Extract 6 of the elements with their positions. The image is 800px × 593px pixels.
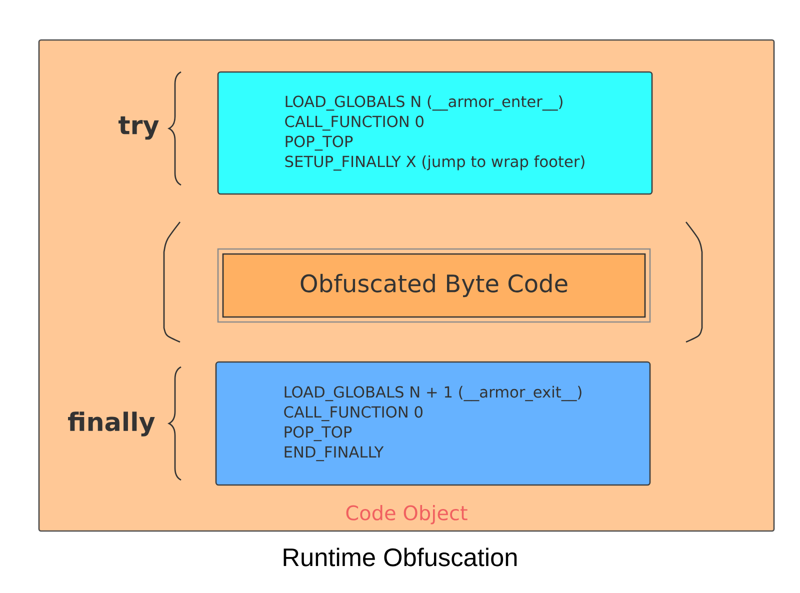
section-label: finally (68, 412, 155, 436)
bytecode-box: Obfuscated Byte Code (217, 248, 651, 323)
caption: Runtime Obfuscation (284, 548, 517, 566)
code-block-box: LOAD_GLOBALS N + 1 (__armor_exit__) CALL_FUNCTION 0 POP_TOP END_FINALLY (215, 361, 651, 486)
code-block-box: LOAD_GLOBALS N (__armor_enter__) CALL_FUNCTION 0 POP_TOP SETUP_FINALLY X (jump to wrap footer) (217, 71, 653, 195)
section-label: try (118, 116, 159, 140)
